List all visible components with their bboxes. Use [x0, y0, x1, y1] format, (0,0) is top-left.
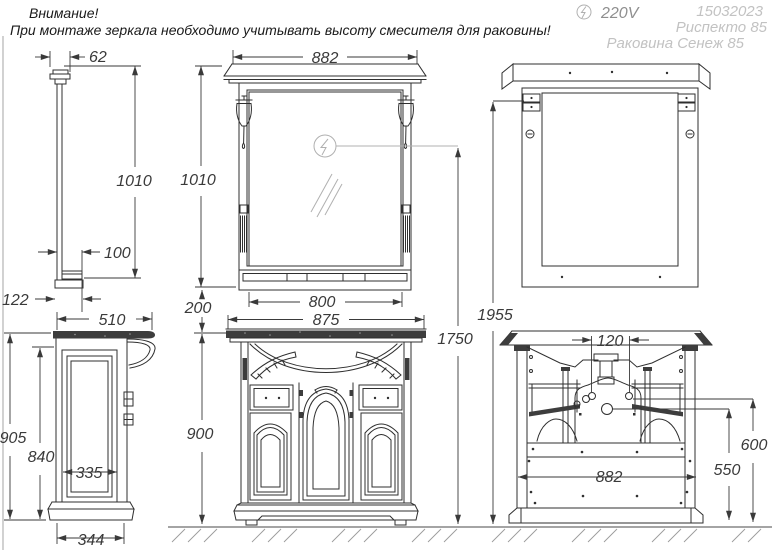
- sink-name: Раковина Сенеж 85: [607, 35, 745, 52]
- dim-base-depth: 344: [56, 523, 125, 549]
- svg-text:344: 344: [78, 532, 105, 549]
- svg-text:120: 120: [597, 333, 624, 350]
- dim-mirror-side-base-depth: 122: [2, 292, 101, 309]
- dim-mirror-side-crown-depth: 62: [35, 49, 107, 72]
- electric-icon: [576, 4, 592, 20]
- mirror-reflection: [310, 173, 343, 218]
- svg-text:200: 200: [184, 300, 212, 317]
- hinge-top: [123, 391, 134, 407]
- hinge-bottom: [123, 413, 134, 426]
- dim-mirror-height: 1010: [180, 65, 236, 288]
- countertop-side: [53, 331, 155, 339]
- dim-outlet-height: 550: [613, 408, 741, 520]
- svg-text:905: 905: [0, 430, 26, 447]
- cabinet-front-view: 900: [187, 328, 427, 526]
- svg-text:840: 840: [28, 449, 55, 466]
- lamp-right-icon: [397, 95, 415, 150]
- drawer-box-right: [631, 379, 684, 417]
- svg-text:100: 100: [104, 245, 131, 262]
- screw-right-icon: [685, 129, 695, 139]
- dim-mirror-side-shelf-depth: 100: [38, 245, 131, 312]
- dim-cabinet-height: 900: [187, 332, 226, 524]
- svg-text:335: 335: [76, 465, 103, 482]
- door-right: [360, 412, 403, 501]
- mirror-back-view: [501, 62, 711, 288]
- center-back-panel: [573, 377, 642, 444]
- svg-text:122: 122: [2, 292, 29, 309]
- svg-text:800: 800: [309, 294, 336, 311]
- bracket-left: [522, 93, 541, 112]
- svg-text:900: 900: [187, 426, 214, 443]
- dim-overall-height-1955: 1955: [477, 100, 524, 524]
- dim-cabinet-side-panel-height: 840: [28, 346, 55, 519]
- dim-mirror-side-height: 1010: [64, 65, 152, 279]
- door-center: [302, 386, 350, 501]
- drawer-box-left: [528, 379, 581, 417]
- svg-text:62: 62: [89, 49, 107, 66]
- ground-hatch: [171, 528, 762, 543]
- lamp-left-icon: [235, 95, 253, 150]
- dim-cabinet-side-height: 905: [0, 332, 51, 521]
- mirror-side-view: 62 1010 100 122: [2, 49, 152, 312]
- dim-gap-mirror-cabinet: 200: [184, 290, 212, 332]
- svg-text:1750: 1750: [437, 331, 473, 348]
- dim-back-inner-width: 882: [518, 469, 696, 486]
- product-name: Риспекто 85: [676, 19, 768, 36]
- svg-text:882: 882: [312, 50, 339, 67]
- dim-mirror-width: 882: [232, 50, 418, 67]
- countertop-front: [226, 330, 426, 338]
- dim-hole-spacing: 120: [572, 333, 649, 392]
- bracket-right: [677, 93, 696, 112]
- cabinet-back-view: 120 882 600 550: [499, 330, 768, 524]
- cabinet-side-view: 510 905: [0, 312, 156, 549]
- screw-left-icon: [525, 129, 535, 139]
- svg-text:1955: 1955: [477, 307, 513, 324]
- svg-text:882: 882: [596, 469, 623, 486]
- ground: [168, 526, 772, 543]
- dim-side-panel-width: 335: [63, 465, 117, 482]
- warning-title: Внимание!: [29, 5, 98, 21]
- svg-text:1010: 1010: [116, 173, 152, 190]
- header: Внимание! При монтаже зеркала необходимо…: [10, 3, 768, 52]
- apron-wedge-left: [250, 351, 297, 380]
- apron-wedge-right: [355, 351, 402, 380]
- mirror-front-view: 882: [180, 50, 458, 332]
- door-left: [249, 412, 292, 501]
- svg-text:875: 875: [313, 312, 340, 329]
- svg-text:1010: 1010: [180, 172, 216, 189]
- stile-flutes-left: [239, 204, 249, 253]
- svg-text:600: 600: [741, 437, 768, 454]
- socket-electric-icon: [313, 134, 458, 158]
- doc-number: 15032023: [696, 3, 763, 20]
- drawer-left: [249, 384, 294, 411]
- svg-text:550: 550: [714, 462, 741, 479]
- dim-mirror-glass-width: 800: [248, 292, 403, 311]
- dim-cabinet-depth: 510: [56, 312, 153, 330]
- dim-hole-height: 600: [633, 398, 768, 522]
- dim-cabinet-top-width: 875: [227, 312, 425, 329]
- drawer-right: [358, 384, 403, 411]
- voltage-label: 220V: [600, 5, 640, 22]
- svg-text:510: 510: [99, 312, 126, 329]
- stile-flutes-right: [401, 204, 411, 253]
- warning-text: При монтаже зеркала необходимо учитывать…: [10, 22, 551, 38]
- dim-overall-height-1750: 1750: [437, 148, 473, 524]
